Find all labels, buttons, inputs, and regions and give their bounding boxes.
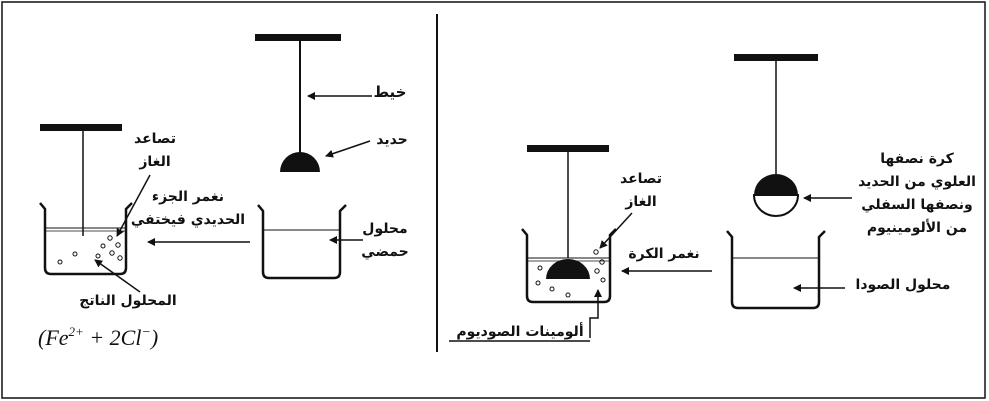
ion-formula: (Fe2+ + 2Cl−) [38, 324, 158, 350]
product-label: المحلول الناتج [79, 293, 176, 309]
acid-label-line2: حمضي [361, 244, 408, 260]
gas-arrow-right [599, 212, 633, 249]
ball-label-line4: من الألومينيوم [867, 219, 967, 236]
iron-arrow [325, 140, 371, 158]
immerse-label-line2: الحديدي فيختفي [131, 212, 245, 229]
thread-label: خيط [374, 83, 407, 101]
ball-label-line3: ونصفها السفلي [861, 197, 972, 213]
result-support-right [527, 145, 609, 258]
right-panel: كرة نصفها العلوي من الحديد ونصفها السفلي… [449, 54, 976, 342]
result-support [40, 124, 122, 236]
gas-label-line2-right: الغاز [624, 194, 656, 210]
ball-support [734, 54, 818, 217]
result-beaker-right [521, 228, 617, 304]
ball-label-line1: كرة نصفها [880, 151, 954, 167]
immerse-ball-label: نغمر الكرة [628, 246, 699, 262]
left-panel: خيط حديد محلول حمضي نغمر الجزء الحديدي ف… [38, 34, 409, 350]
gas-arrow-left [116, 174, 151, 237]
gas-label-line1-left: تصاعد [134, 131, 176, 147]
immerse-label-line1: نغمر الجزء [152, 189, 224, 205]
soda-label: محلول الصودا [856, 277, 951, 293]
gas-label-line1-right: تصاعد [620, 171, 662, 187]
iron-support [255, 34, 341, 172]
acid-beaker [257, 204, 347, 280]
soda-beaker [726, 230, 826, 310]
gas-label-line2-left: الغاز [138, 154, 170, 170]
result-beaker [39, 202, 133, 276]
iron-label: حديد [376, 132, 408, 148]
aluminate-label: ألومينات الصوديوم [456, 322, 583, 340]
product-arrow [94, 259, 141, 293]
ball-label-line2: العلوي من الحديد [858, 174, 976, 191]
aluminate-arrow [589, 289, 602, 338]
acid-label-line1: محلول [362, 221, 407, 237]
